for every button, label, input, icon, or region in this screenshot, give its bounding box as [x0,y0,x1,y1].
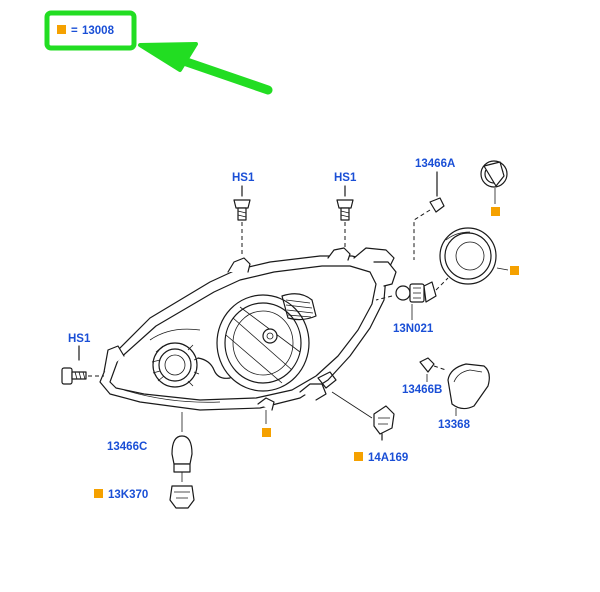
bolt-hs1-top-right: HS1 [334,172,357,250]
label-13466C[interactable]: 13466C [107,441,147,453]
cap-large-13008 [439,227,519,285]
bulb-13466B: 13466B [402,357,447,396]
label-hs1-top-right[interactable]: HS1 [334,172,357,184]
label-13466B[interactable]: 13466B [402,384,442,396]
label-13N021[interactable]: 13N021 [393,323,434,335]
label-hs1-left[interactable]: HS1 [68,333,91,345]
green-arrow [138,42,273,95]
legend-marker [57,25,66,34]
housing-marker [262,410,271,437]
label-hs1-top-left[interactable]: HS1 [232,172,255,184]
bulb-13N021: 13N021 [375,277,449,335]
legend: = 13008 [44,10,137,51]
legend-highlight-box [44,10,137,51]
marker-cap-large [510,266,519,275]
bolt-hs1-left: HS1 [61,333,104,385]
marker-13K370 [94,489,103,498]
bulb-13466C: 13466C [107,412,193,473]
side-lamp-13368: 13368 [438,363,490,431]
marker-14A169 [354,452,363,461]
label-14A169[interactable]: 14A169 [368,452,408,464]
legend-equals: = [71,25,78,37]
legend-code: 13008 [82,25,115,37]
label-13K370[interactable]: 13K370 [108,489,148,501]
cap-small-13008 [480,160,508,216]
connector-14A169: 14A169 [331,391,408,464]
bolt-hs1-top-left: HS1 [232,172,255,256]
marker-cap-small [491,207,500,216]
label-13368[interactable]: 13368 [438,419,471,431]
socket-13K370: 13K370 [94,472,195,509]
label-13466A[interactable]: 13466A [415,158,455,170]
marker-housing [262,428,271,437]
headlamp-housing [99,247,397,411]
bulb-13466A: 13466A [413,158,455,260]
